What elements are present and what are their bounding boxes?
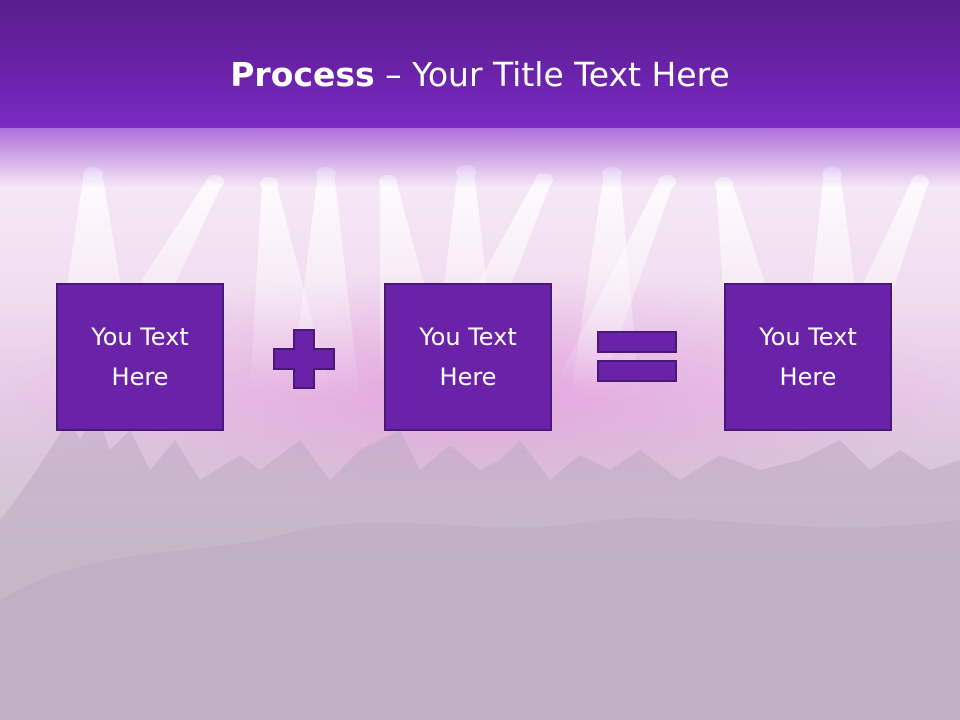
title-bar xyxy=(0,0,960,128)
slide-title-bold: Process xyxy=(230,55,375,94)
equals-icon xyxy=(597,331,677,382)
process-box-3[interactable]: You Text Here xyxy=(724,283,892,431)
title-bar-glow xyxy=(0,128,960,188)
process-box-1[interactable]: You Text Here xyxy=(56,283,224,431)
plus-icon xyxy=(273,329,335,389)
process-box-1-text: You Text Here xyxy=(91,323,189,391)
slide-title: Process – Your Title Text Here xyxy=(0,52,960,98)
process-box-3-text: You Text Here xyxy=(759,323,857,391)
slide-title-rest: – Your Title Text Here xyxy=(374,55,730,94)
process-box-2[interactable]: You Text Here xyxy=(384,283,552,431)
process-box-2-text: You Text Here xyxy=(419,323,517,391)
